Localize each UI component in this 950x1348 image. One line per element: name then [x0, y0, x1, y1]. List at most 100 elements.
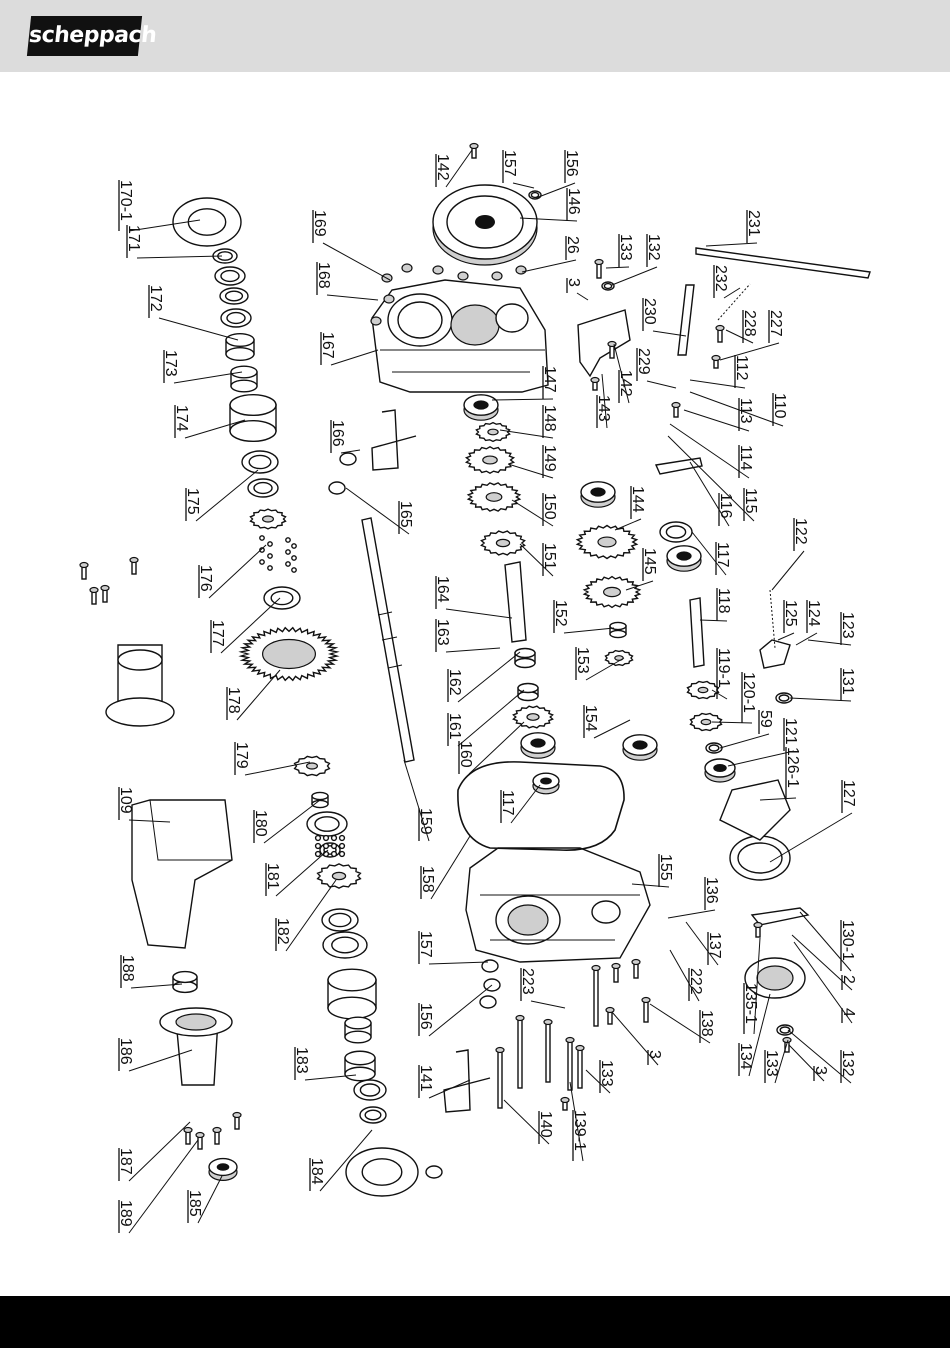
callout-text: 171 [125, 225, 142, 252]
ring-171b [214, 266, 246, 286]
leader-c149 [507, 463, 554, 479]
callout-text: 228 [741, 310, 758, 337]
leader-c180 [263, 799, 321, 844]
callout-c3b: 3 [646, 1050, 663, 1065]
callout-text: 110 [771, 393, 788, 419]
circlip-180 [306, 811, 348, 837]
callout-text: 156 [417, 1003, 434, 1030]
callout-text: 158 [419, 866, 436, 893]
callout-text: 148 [541, 405, 558, 432]
shaft-118 [689, 597, 705, 668]
callout-text: 3 [812, 1066, 829, 1075]
callout-c3a: 3 [565, 278, 582, 293]
callout-text: 131 [839, 668, 856, 695]
callout-text: 168 [315, 262, 332, 289]
ring-131 [775, 692, 793, 704]
callout-text: 163 [434, 619, 451, 646]
callout-text: 124 [805, 600, 822, 627]
callout-text: 142 [434, 154, 451, 181]
callout-c157b: 157 [417, 931, 434, 964]
callout-text: 188 [119, 955, 136, 982]
small-part-3 [425, 1165, 443, 1179]
callout-text: 3 [565, 278, 582, 287]
callout-c132a: 132 [645, 234, 662, 267]
callout-text: 138 [698, 1010, 715, 1037]
nut-3 [432, 265, 444, 275]
leader-c187 [128, 1121, 191, 1182]
callout-text: 133 [598, 1060, 615, 1087]
callout-c131: 131 [839, 668, 856, 701]
callout-c152: 152 [552, 600, 569, 633]
leader-c132a [611, 266, 658, 286]
callout-text: 133 [763, 1050, 780, 1077]
callout-c223: 223 [519, 968, 536, 1001]
leader-c151 [519, 543, 554, 577]
gear-148 [475, 421, 511, 443]
callout-text: 227 [767, 310, 784, 337]
small-part-1 [339, 452, 357, 466]
leader-c157a [512, 182, 535, 189]
brand-logo: scheppach [26, 16, 158, 56]
callout-text: 159 [417, 808, 434, 835]
callout-c173: 173 [162, 350, 179, 383]
callout-text: 161 [446, 713, 463, 740]
parts-drawings [79, 142, 871, 1197]
bolt-138c [641, 996, 651, 1023]
callout-text: 123 [839, 612, 856, 639]
pin-227 [711, 354, 721, 369]
lever-116 [654, 457, 703, 475]
callout-c125: 125 [782, 600, 799, 633]
callout-text: 157 [417, 931, 434, 958]
bolt-3 [591, 964, 601, 1027]
gear-153 [604, 649, 634, 667]
callout-c183: 183 [293, 1047, 310, 1080]
axle-housing-upper [105, 644, 175, 727]
callout-c133c: 133 [763, 1050, 780, 1083]
gear-120-1 [689, 712, 723, 732]
leader-c155 [631, 883, 670, 888]
callout-c227: 227 [767, 310, 784, 343]
callout-c118: 118 [715, 588, 732, 621]
bracket-143 [577, 309, 631, 378]
washer-157 [528, 190, 542, 200]
gear-182 [316, 863, 362, 889]
bolt-187b [212, 1126, 222, 1145]
callout-text: 144 [629, 486, 646, 513]
housing-gasket [457, 761, 625, 851]
leader-c3a [576, 292, 589, 301]
bolt-133 [594, 258, 604, 279]
leader-c141 [428, 1079, 471, 1099]
leader-c229 [646, 380, 677, 389]
leader-c178 [236, 669, 281, 721]
sleeve-174 [229, 393, 277, 443]
callout-c155: 155 [657, 854, 674, 887]
callout-text: 146 [565, 188, 582, 215]
leader-c134 [748, 993, 771, 1077]
bushing-152 [609, 621, 627, 639]
small-part-6 [479, 995, 497, 1009]
callout-c186: 186 [117, 1038, 134, 1071]
callout-text: 127 [840, 780, 857, 807]
callout-text: 153 [574, 647, 591, 674]
callout-c154: 154 [582, 705, 599, 738]
leader-c161 [457, 689, 525, 747]
leader-c189 [128, 1139, 199, 1234]
callout-text: 180 [252, 810, 269, 837]
leader-c144 [614, 518, 642, 531]
callout-c143: 143 [595, 395, 612, 428]
callout-text: 185 [186, 1190, 203, 1217]
callout-text: 142 [617, 370, 634, 397]
callout-text: 156 [563, 150, 580, 177]
callout-c133b: 133 [598, 1060, 615, 1093]
leader-c133b [585, 1069, 611, 1094]
leader-c147 [491, 398, 554, 401]
axle-housing-lower [159, 1007, 233, 1086]
leader-c148 [499, 429, 554, 439]
leader-c156b [428, 984, 493, 1037]
callout-c145: 145 [641, 548, 658, 581]
callout-c189: 189 [117, 1200, 134, 1233]
callout-c59: 59 [757, 710, 774, 734]
leader-c136 [667, 909, 716, 919]
callout-c139: 139-1 [571, 1110, 588, 1161]
callout-text: 222 [687, 968, 704, 995]
